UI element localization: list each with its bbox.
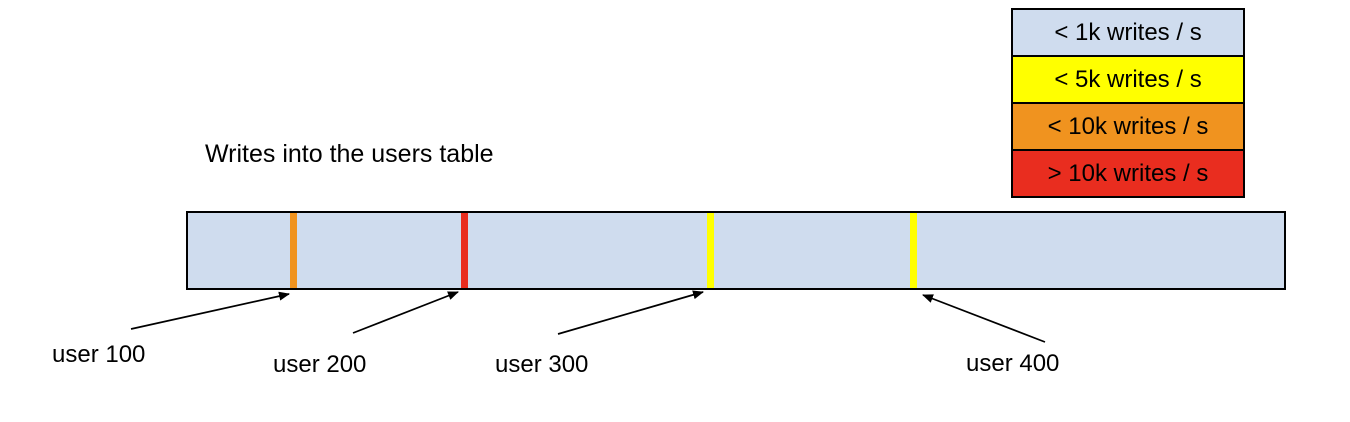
users-table-bar — [186, 211, 1286, 290]
user-label: user 100 — [52, 341, 146, 368]
diagram-title: Writes into the users table — [205, 140, 494, 168]
user-label: user 400 — [966, 350, 1060, 377]
user-label: user 200 — [273, 351, 367, 378]
annotation-arrow — [130, 291, 290, 330]
annotation-arrow — [557, 290, 704, 335]
annotation-arrow — [922, 294, 1046, 343]
legend-item: < 1k writes / s — [1013, 10, 1243, 55]
legend-item: > 10k writes / s — [1013, 149, 1243, 196]
legend-item: < 10k writes / s — [1013, 102, 1243, 149]
write-rate-stripe — [461, 213, 468, 288]
annotation-arrow — [352, 291, 459, 334]
legend-item: < 5k writes / s — [1013, 55, 1243, 102]
user-label: user 300 — [495, 351, 589, 378]
legend: < 1k writes / s< 5k writes / s< 10k writ… — [1011, 8, 1245, 198]
write-rate-stripe — [290, 213, 297, 288]
write-rate-stripe — [910, 213, 917, 288]
write-rate-stripe — [707, 213, 714, 288]
